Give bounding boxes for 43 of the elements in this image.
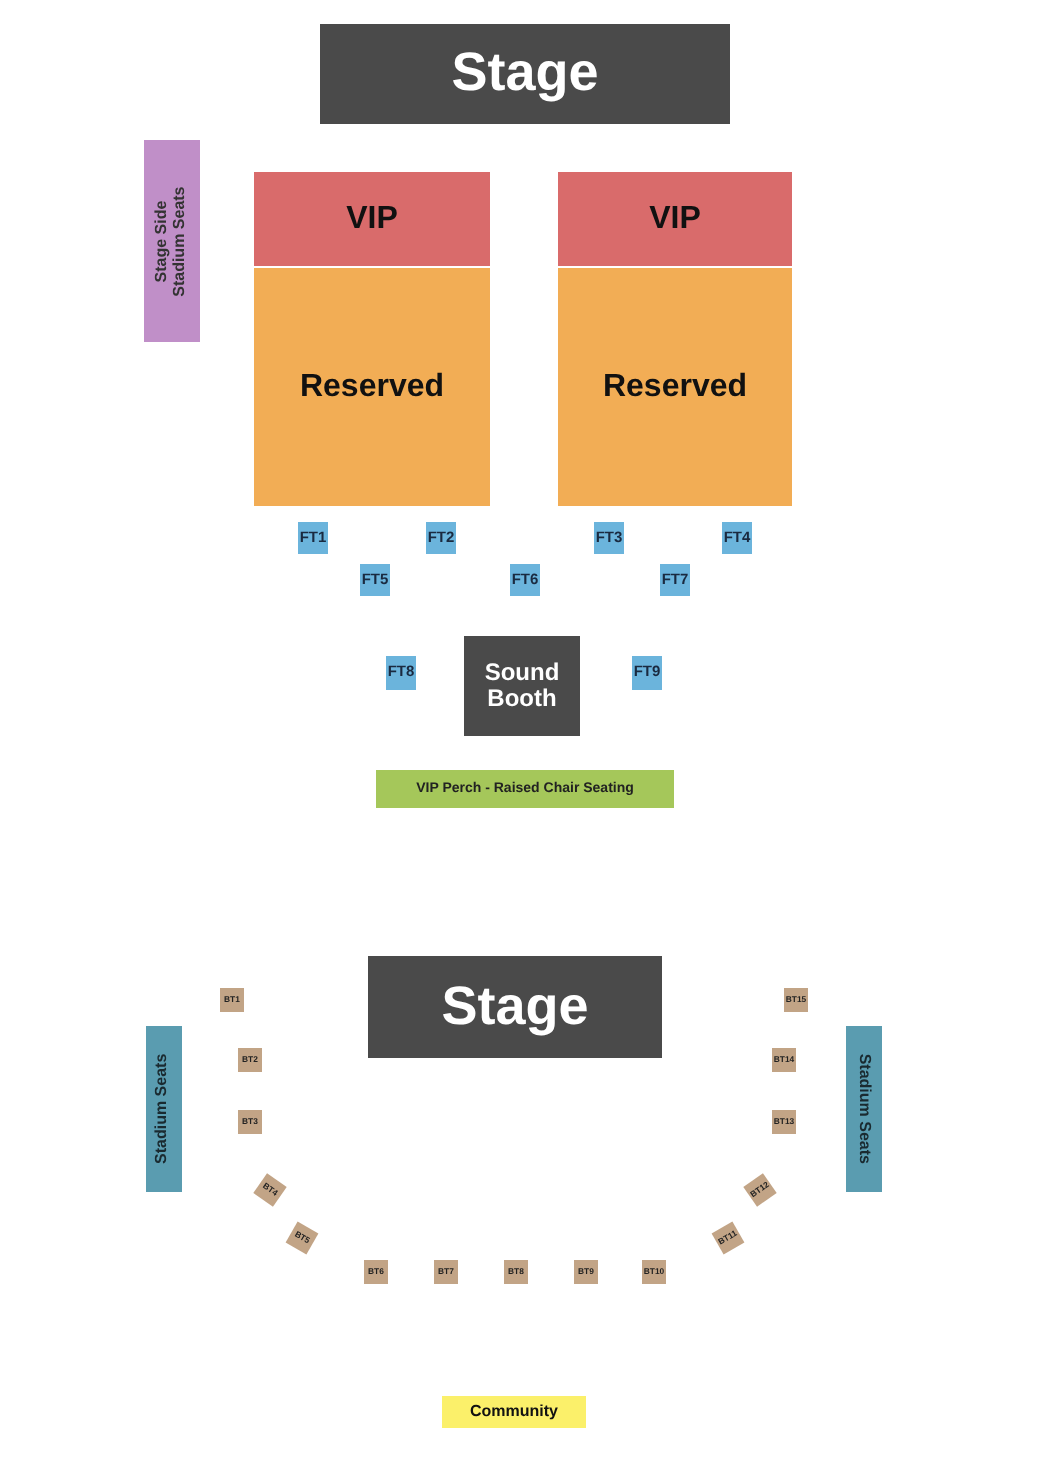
stadium-seats-section: [144, 140, 200, 342]
table-marker: [238, 1110, 262, 1134]
table-marker: [360, 564, 390, 596]
table-marker: [772, 1110, 796, 1134]
table-marker: [220, 988, 244, 1012]
table-marker: [364, 1260, 388, 1284]
table-marker: [660, 564, 690, 596]
section-label: VIP: [346, 201, 398, 237]
section-label: Reserved: [602, 369, 748, 405]
table-marker: [434, 1260, 458, 1284]
table-marker: [632, 656, 662, 690]
table-marker: [594, 522, 624, 554]
table-marker: [504, 1260, 528, 1284]
section-label: VIP: [649, 201, 701, 237]
table-marker: [784, 988, 808, 1012]
vip-perch-section: [376, 770, 674, 808]
stage-block: [320, 24, 730, 124]
stage-label: Stage: [451, 44, 599, 104]
table-marker: [772, 1048, 796, 1072]
booth-label: Sound Booth: [482, 659, 562, 713]
table-marker: [238, 1048, 262, 1072]
table-marker: [298, 522, 328, 554]
table-marker: [510, 564, 540, 596]
sound-booth: [464, 636, 580, 736]
section-label: Community: [470, 1403, 558, 1421]
table-marker: [722, 522, 752, 554]
stadium-seats-section: [846, 1026, 882, 1192]
reserved-section: [254, 268, 490, 506]
section-label: Stadium Seats: [155, 1053, 173, 1165]
table-marker: [426, 522, 456, 554]
section-label: Stadium Seats: [855, 1053, 873, 1165]
section-label: Reserved: [299, 369, 445, 405]
community-section: [442, 1396, 586, 1428]
table-marker: [386, 656, 416, 690]
table-marker: [574, 1260, 598, 1284]
vip-section: [558, 172, 792, 266]
stage-block: [368, 956, 662, 1058]
vip-section: [254, 172, 490, 266]
stage-label: Stage: [441, 977, 589, 1037]
table-marker: [642, 1260, 666, 1284]
reserved-section: [558, 268, 792, 506]
section-label: Stage Side Stadium Seats: [154, 183, 190, 301]
stadium-seats-section: [146, 1026, 182, 1192]
